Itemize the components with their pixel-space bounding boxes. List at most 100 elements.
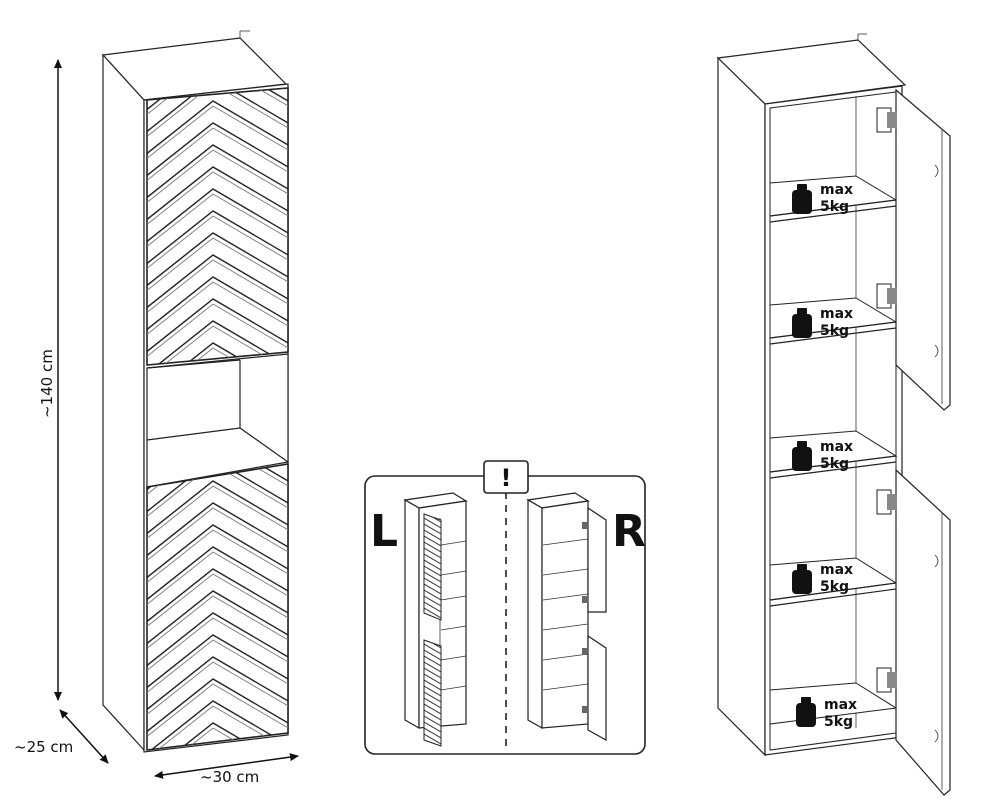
door-relief-line: [147, 105, 288, 165]
left-label: L: [370, 506, 398, 557]
weight-icon: [792, 570, 812, 594]
door-relief-line: [424, 541, 441, 553]
door-relief-line: [147, 612, 288, 672]
open-lower-door: [876, 468, 951, 796]
door-relief-line: [424, 691, 441, 703]
door-relief-line: [147, 683, 288, 743]
door-relief-line: [424, 529, 441, 541]
door-relief-line: [147, 122, 288, 182]
door-relief-line: [424, 733, 441, 745]
door-relief-line: [424, 595, 441, 607]
door-relief-line: [147, 347, 288, 365]
weight-icon: [792, 314, 812, 338]
door-relief-line: [147, 639, 288, 699]
door-relief-line: [147, 320, 288, 365]
door-relief-line: [424, 667, 441, 679]
door-relief-line: [424, 589, 441, 601]
door-relief-line: [147, 232, 288, 292]
door-relief-line: [147, 254, 288, 314]
door-relief-line: [147, 502, 288, 562]
door-relief-line: [424, 559, 441, 571]
door-relief-line: [424, 721, 441, 733]
door-relief-line: [147, 590, 288, 650]
door-relief-line: [424, 640, 441, 649]
load-max: max: [820, 439, 853, 455]
load-max: max: [820, 306, 853, 322]
door-relief-line: [424, 547, 441, 559]
door-relief-line: [424, 643, 441, 655]
depth-label: ~25 cm: [14, 738, 73, 756]
door-relief-line: [147, 480, 288, 540]
door-relief-line: [424, 709, 441, 721]
door-relief-line: [147, 144, 288, 204]
dimension-depth: ~25 cm: [14, 709, 109, 764]
width-label: ~30 cm: [200, 768, 259, 786]
cabinet-side: [102, 53, 145, 752]
open-cabinet-side: [717, 56, 766, 757]
door-relief-line: [424, 685, 441, 697]
door-relief-line: [424, 703, 441, 715]
open-cabinet: max 5kg max 5kg max 5kg max 5kg max 5kg: [716, 33, 951, 796]
door-relief-line: [147, 546, 288, 606]
door-relief-line: [147, 661, 288, 721]
door-relief-line: [147, 188, 288, 248]
door-relief-line: [147, 678, 288, 738]
load-max: max: [824, 697, 857, 713]
door-relief-line: [147, 568, 288, 628]
load-label: max 5kg: [792, 562, 853, 595]
dimension-width: ~30 cm: [154, 753, 299, 786]
load-label: max 5kg: [792, 182, 853, 215]
dimension-height: ~140 cm: [38, 59, 62, 701]
door-relief-line: [424, 649, 441, 661]
door-relief-line: [147, 303, 288, 363]
door-relief-line: [424, 565, 441, 577]
right-hinge-cabinet: [526, 492, 607, 742]
door-relief-line: [147, 276, 288, 336]
load-value: 5kg: [820, 323, 849, 339]
load-label: max 5kg: [792, 439, 853, 472]
load-value: 5kg: [820, 456, 849, 472]
open-upper-door: [876, 88, 951, 411]
door-relief-line: [424, 535, 441, 547]
door-relief-line: [147, 237, 288, 297]
door-relief-line: [147, 573, 288, 633]
load-max: max: [820, 182, 853, 198]
door-relief-line: [147, 88, 288, 121]
height-label: ~140 cm: [38, 349, 56, 418]
door-relief-line: [147, 464, 288, 518]
door-relief-line: [424, 697, 441, 709]
door-relief-line: [147, 88, 288, 143]
door-relief-line: [147, 507, 288, 567]
door-relief-line: [424, 577, 441, 589]
weight-icon: [792, 190, 812, 214]
door-relief-line: [147, 617, 288, 677]
right-label: R: [612, 506, 646, 557]
door-relief-line: [424, 655, 441, 667]
warning-icon: !: [501, 464, 512, 492]
load-label: max 5kg: [796, 697, 857, 730]
door-relief-line: [147, 656, 288, 716]
door-relief-line: [424, 601, 441, 613]
warning-box: [483, 460, 529, 494]
door-relief-line: [147, 529, 288, 589]
hinge-icon: [876, 489, 897, 515]
door-relief-line: [147, 551, 288, 611]
load-max: max: [820, 562, 853, 578]
door-relief-line: [424, 673, 441, 685]
door-relief-line: [147, 171, 288, 231]
door-relief-line: [147, 210, 288, 270]
door-relief-line: [147, 464, 288, 523]
door-relief-line: [147, 342, 288, 365]
door-relief-line: [424, 679, 441, 691]
door-relief-line: [147, 149, 288, 209]
hinge-icon: [876, 667, 897, 693]
door-relief-line: [147, 298, 288, 358]
door-relief-line: [147, 524, 288, 584]
door-relief-line: [424, 583, 441, 595]
door-relief-line: [424, 661, 441, 673]
hinge-icon: [876, 107, 897, 133]
door-relief-line: [147, 727, 288, 750]
front-cabinet: [101, 30, 289, 753]
door-relief-line: [147, 281, 288, 341]
left-hinge-cabinet: [403, 492, 468, 747]
